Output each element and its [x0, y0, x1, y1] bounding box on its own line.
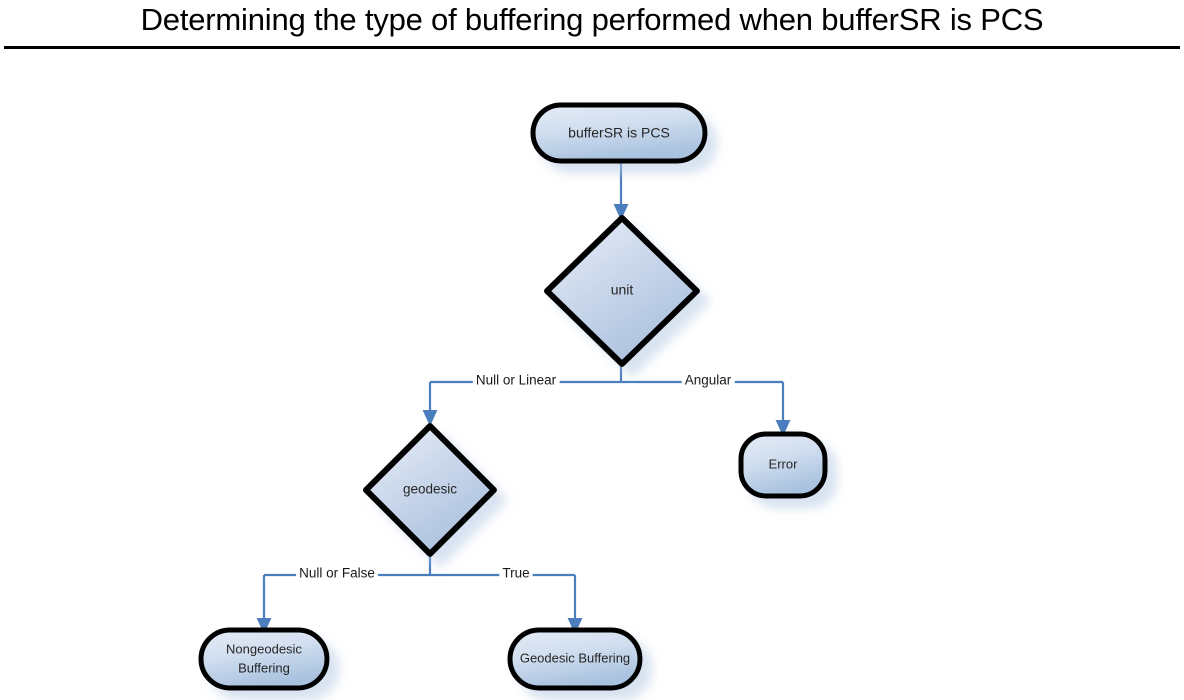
- edge-label-backdrop: [499, 564, 533, 582]
- edge-label-true: True: [502, 566, 529, 581]
- node-geodesic-buffering[interactable]: [507, 627, 643, 691]
- edge-label-backdrop: [296, 564, 378, 582]
- node-label-unit: unit: [611, 282, 634, 298]
- node-label-start: bufferSR is PCS: [568, 125, 670, 141]
- edge-label-angular: Angular: [685, 373, 732, 388]
- edge-label-backdrop: [472, 371, 560, 389]
- node-label-nongeodesic-line2: Buffering: [238, 660, 290, 675]
- node-label-geodesic-buffering: Geodesic Buffering: [520, 650, 630, 665]
- edge-label-backdrop: [681, 371, 735, 389]
- title-underline-rule: [4, 46, 1180, 49]
- edge-geodesic-to-nongeodesic: Null or False: [256, 564, 378, 635]
- node-decision-geodesic[interactable]: [363, 423, 497, 557]
- node-label-geodesic: geodesic: [403, 482, 457, 497]
- page-title: Determining the type of buffering perfor…: [140, 2, 1044, 37]
- node-start-bufferSR-is-PCS[interactable]: [530, 102, 708, 164]
- node-nongeodesic-buffering[interactable]: [198, 627, 330, 691]
- edge-label-null-or-linear: Null or Linear: [476, 373, 557, 388]
- edge-unit-to-geodesic: Null or Linear: [422, 371, 560, 427]
- edge-geodesic-to-geodesic-buffering: True: [499, 564, 583, 635]
- node-label-nongeodesic-line1: Nongeodesic: [226, 641, 302, 656]
- edge-unit-to-error: Angular: [681, 371, 791, 437]
- node-error[interactable]: [738, 431, 828, 499]
- node-label-error: Error: [769, 456, 799, 471]
- edge-label-null-or-false: Null or False: [299, 566, 375, 581]
- node-decision-unit[interactable]: [544, 215, 700, 367]
